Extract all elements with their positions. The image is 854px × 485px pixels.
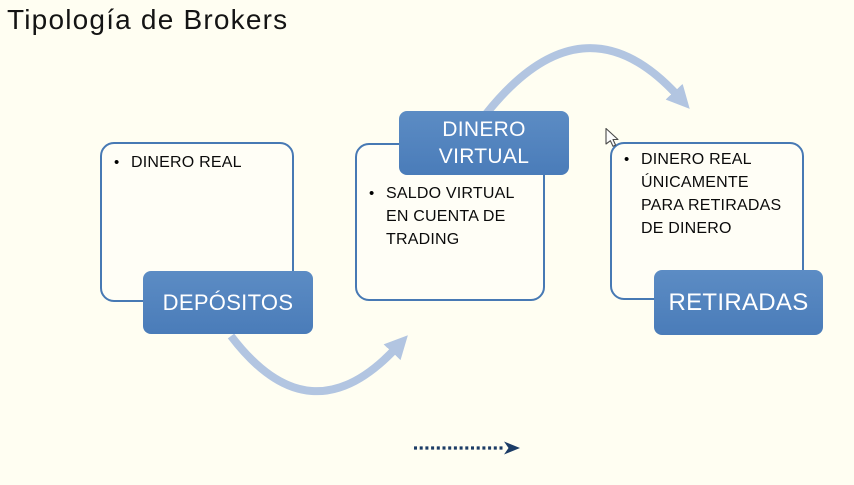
label-retiradas: RETIRADAS bbox=[654, 270, 823, 335]
mouse-pointer-icon bbox=[605, 128, 619, 147]
bullet-list: • DINERO REAL bbox=[102, 144, 292, 174]
bullet-list: • DINERO REAL ÚNICAMENTE PARA RETIRADAS … bbox=[612, 144, 802, 240]
label-dinero-virtual: DINERO VIRTUAL bbox=[399, 111, 569, 175]
bullet-list: • SALDO VIRTUAL EN CUENTA DE TRADING bbox=[357, 145, 543, 251]
list-item: • DINERO REAL bbox=[111, 151, 286, 174]
slide-title: Tipología de Brokers bbox=[7, 4, 289, 35]
bullet-text: DINERO REAL bbox=[131, 154, 242, 171]
curved-arrow-bottom-icon bbox=[227, 333, 408, 395]
dotted-arrow-right-icon bbox=[414, 441, 520, 455]
bullet-text: SALDO VIRTUAL EN CUENTA DE TRADING bbox=[386, 185, 514, 248]
label-depositos: DEPÓSITOS bbox=[143, 271, 313, 334]
bullet-text: DINERO REAL ÚNICAMENTE PARA RETIRADAS DE… bbox=[641, 151, 782, 237]
list-item: • SALDO VIRTUAL EN CUENTA DE TRADING bbox=[366, 182, 537, 251]
list-item: • DINERO REAL ÚNICAMENTE PARA RETIRADAS … bbox=[621, 148, 796, 240]
bullet-dot: • bbox=[624, 151, 630, 168]
bullet-dot: • bbox=[369, 185, 375, 202]
curved-arrow-top-icon bbox=[482, 44, 690, 117]
bullet-dot: • bbox=[114, 154, 120, 171]
